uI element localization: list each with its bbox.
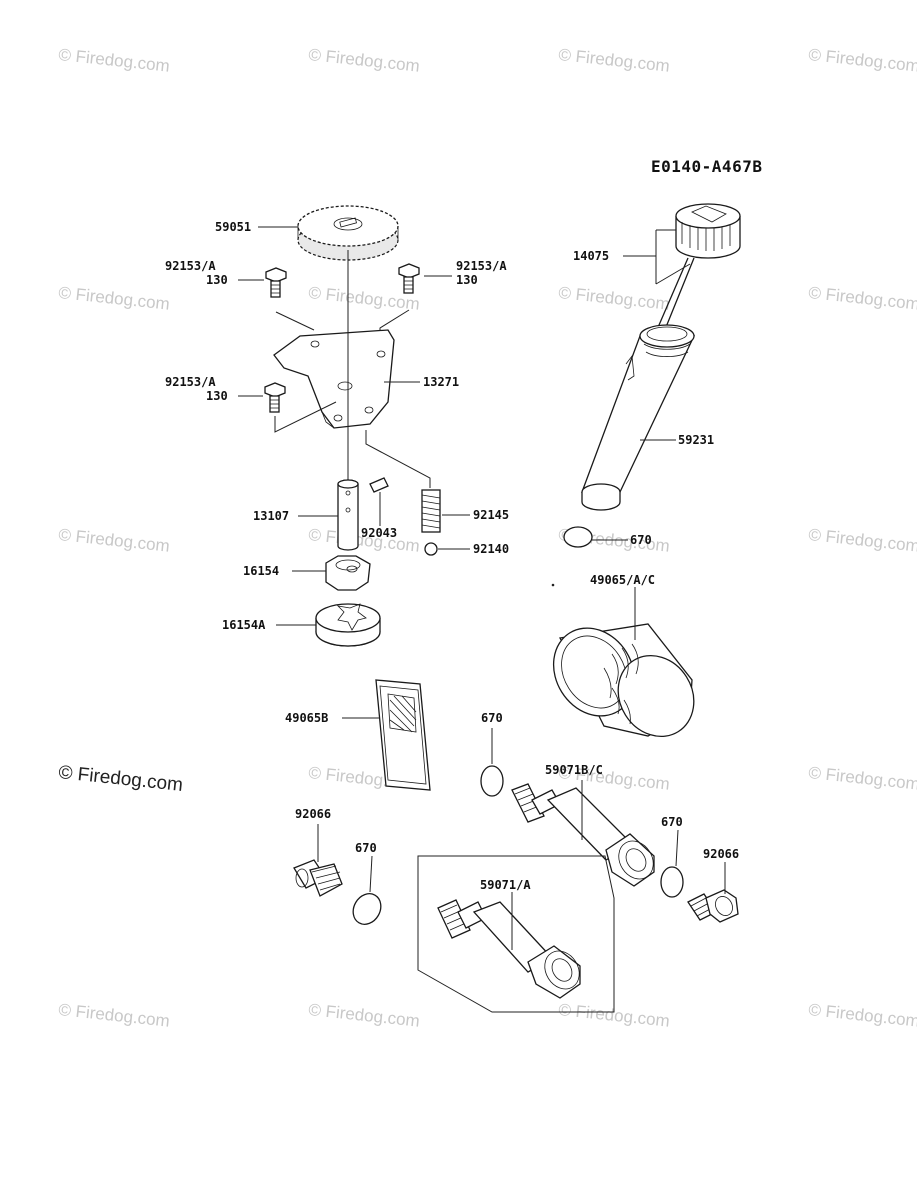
callout-92153a-left-mid: 92153/A	[165, 375, 216, 389]
callout-16154: 16154	[243, 564, 279, 578]
pin	[369, 477, 389, 493]
callout-92153a-left-top-qty: 130	[206, 273, 228, 287]
watermark: © Firedog.com	[58, 283, 171, 314]
o-ring-right	[660, 866, 684, 898]
bolt-right-top	[398, 263, 420, 294]
relief-ball	[424, 542, 438, 556]
callout-92153a-left-top: 92153/A	[165, 259, 216, 273]
callout-92066-left: 92066	[295, 807, 331, 821]
callout-670-tube: 670	[630, 533, 652, 547]
watermark: © Firedog.com	[58, 1000, 171, 1031]
o-ring-tube	[563, 526, 593, 548]
drain-plug-left	[293, 859, 343, 897]
callout-670-right: 670	[661, 815, 683, 829]
relief-spring	[421, 489, 441, 533]
pump-shaft	[337, 479, 359, 551]
callout-59051: 59051	[215, 220, 251, 234]
watermark: © Firedog.com	[558, 45, 671, 76]
watermark: © Firedog.com	[558, 283, 671, 314]
watermark: © Firedog.com	[808, 1000, 917, 1031]
callout-92043: 92043	[361, 526, 397, 540]
callout-92145: 92145	[473, 508, 509, 522]
callout-92140: 92140	[473, 542, 509, 556]
callout-92066-right: 92066	[703, 847, 739, 861]
callout-49065: 49065/A/C	[590, 573, 655, 587]
callout-59071b: 59071B/C	[545, 763, 603, 777]
watermark: © Firedog.com	[808, 45, 917, 76]
callout-670-center: 670	[481, 711, 503, 725]
callout-59231: 59231	[678, 433, 714, 447]
callout-49065b: 49065B	[285, 711, 328, 725]
watermark: © Firedog.com	[808, 525, 917, 556]
watermark: © Firedog.com	[808, 763, 917, 794]
dipstick-cap	[655, 203, 741, 333]
callout-16154a: 16154A	[222, 618, 266, 632]
outer-rotor	[315, 603, 381, 647]
oil-strainer	[375, 679, 431, 791]
o-ring-left	[352, 893, 382, 925]
callout-92153a-right-top: 92153/A	[456, 259, 507, 273]
callout-59071a: 59071/A	[480, 878, 531, 892]
oil-filter	[551, 583, 695, 738]
bolt-left-mid	[264, 382, 286, 413]
oil-pump-gear	[297, 205, 399, 261]
callout-670-left: 670	[355, 841, 377, 855]
o-ring-center	[480, 765, 504, 797]
filter-pipe-a-group	[417, 855, 615, 1013]
bolt-left-top	[265, 267, 287, 298]
watermark: © Firedog.com	[58, 525, 171, 556]
filter-pipe-bc	[511, 783, 655, 887]
pump-cover-plate	[273, 329, 395, 429]
callout-13271: 13271	[423, 375, 459, 389]
drain-plug-right	[687, 889, 739, 923]
callout-13107: 13107	[253, 509, 289, 523]
diagram-code: E0140-A467B	[651, 157, 762, 176]
callout-92153a-right-top-qty: 130	[456, 273, 478, 287]
inner-rotor	[325, 555, 371, 591]
watermark-prominent: © Firedog.com	[57, 762, 183, 796]
watermark: © Firedog.com	[808, 283, 917, 314]
watermark: © Firedog.com	[308, 45, 421, 76]
oil-filler-tube	[581, 324, 696, 511]
watermark: © Firedog.com	[308, 1000, 421, 1031]
watermark: © Firedog.com	[58, 45, 171, 76]
callout-14075: 14075	[573, 249, 609, 263]
callout-92153a-left-mid-qty: 130	[206, 389, 228, 403]
